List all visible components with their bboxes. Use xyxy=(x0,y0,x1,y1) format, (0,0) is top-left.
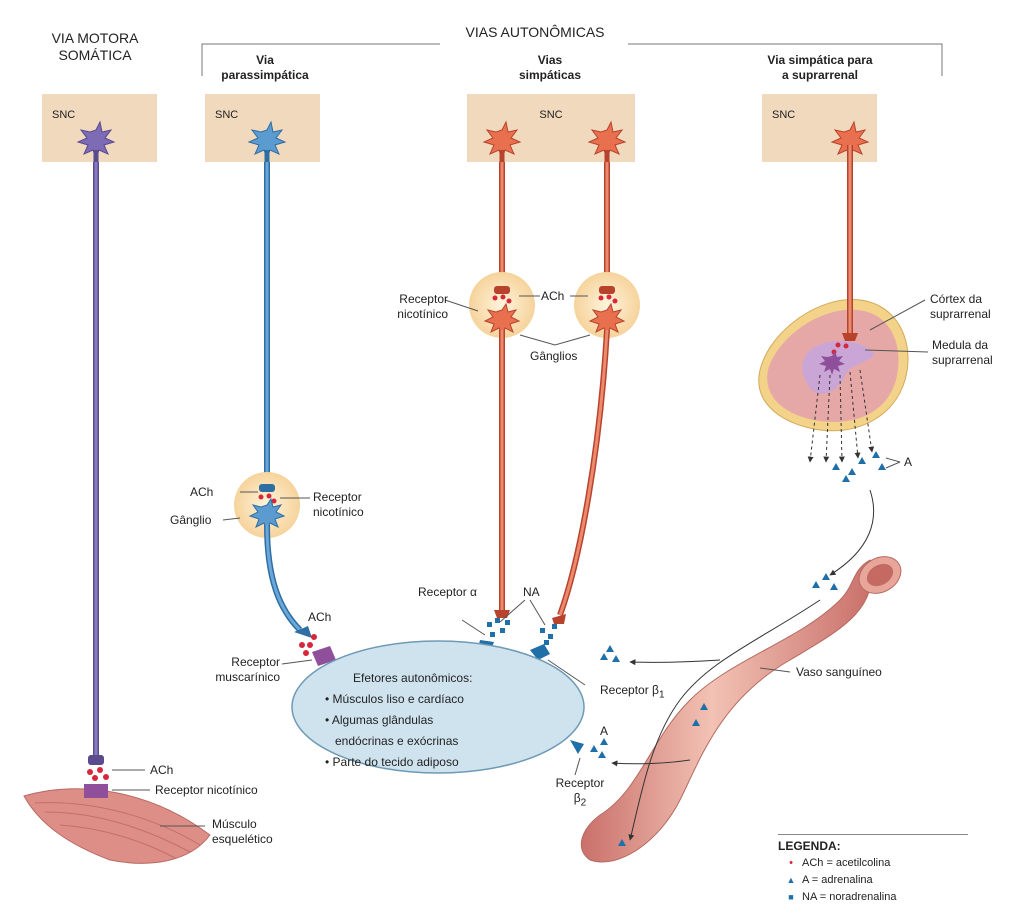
medula-label: Medula da suprarrenal xyxy=(932,338,993,368)
sympathetic-pathways xyxy=(444,120,640,686)
a-label-adrenal: A xyxy=(904,455,913,469)
legend-text-na: NA = noradrenalina xyxy=(802,891,897,903)
skeletal-muscle xyxy=(23,767,211,864)
receptor-beta1-text: Receptor β xyxy=(600,683,659,697)
para-title-line2: parassimpática xyxy=(221,68,309,82)
ach-muscle-label: ACh xyxy=(150,763,174,777)
cortex-line2: suprarrenal xyxy=(930,307,991,321)
somatic-neuron xyxy=(76,120,116,765)
adrenal-title-line1: Via simpática para xyxy=(767,53,873,67)
somatic-title-line1: VIA MOTORA xyxy=(51,30,139,46)
medula-line1: Medula da xyxy=(932,338,989,352)
snc-label-somatic: SNC xyxy=(52,109,76,121)
symp-title-line2: simpáticas xyxy=(518,68,582,82)
para-title-line1: Via xyxy=(256,53,274,67)
adrenal-title-line2: a suprarrenal xyxy=(781,68,859,82)
medula-line2: suprarrenal xyxy=(932,353,993,367)
effector-item-3: endócrinas e exócrinas xyxy=(335,734,459,748)
adrenal-gland xyxy=(758,145,929,482)
rb2-sub: 2 xyxy=(580,797,587,809)
musculo-line1: Músculo xyxy=(212,817,257,831)
musculo-line2: esquelético xyxy=(212,832,273,846)
na-label: NA xyxy=(523,585,540,599)
rn-para-line1: Receptor xyxy=(313,490,362,504)
somatic-title-line2: SOMÁTICA xyxy=(58,47,132,63)
somatic-title: VIA MOTORA SOMÁTICA xyxy=(30,30,160,64)
rb2-line1: Receptor xyxy=(555,776,605,790)
effectors-title: Efetores autonômicos: xyxy=(353,671,473,685)
rn-para-line2: nicotínico xyxy=(313,505,364,519)
a-label-effector: A xyxy=(600,724,609,738)
rm-line2: muscarínico xyxy=(215,670,280,684)
symp-title-line1: Vias xyxy=(537,53,563,67)
effector-item-4: • Parte do tecido adiposo xyxy=(325,755,459,769)
rb2-greek: β xyxy=(573,791,581,805)
blood-vessel xyxy=(570,489,902,863)
snc-label-parasympathetic: SNC xyxy=(215,109,239,121)
rn-symp-line2: nicotínico xyxy=(397,307,448,321)
effector-item-1: • Músculos liso e cardíaco xyxy=(325,692,464,706)
ach-dot-icon: • xyxy=(789,857,793,869)
legend-item-ach: • ACh = acetilcolina xyxy=(778,855,968,872)
receptor-nicotinico-symp-label: Receptor nicotínico xyxy=(378,292,448,322)
legend-item-na: ■ NA = noradrenalina xyxy=(778,889,968,906)
legend-item-a: ▲ A = adrenalina xyxy=(778,872,968,889)
ganglios-label: Gânglios xyxy=(530,349,578,363)
receptor-beta2-label: Receptor β2 xyxy=(545,776,615,810)
receptor-alpha-label: Receptor α xyxy=(418,585,477,599)
receptor-beta1-label: Receptor β1 xyxy=(600,683,665,702)
snc-label-sympathetic: SNC xyxy=(539,109,563,121)
effectors-text: Efetores autonômicos: • Músculos liso e … xyxy=(325,668,545,773)
receptor-nicotinico-muscle-label: Receptor nicotínico xyxy=(155,783,258,797)
rm-line1: Receptor xyxy=(231,655,280,669)
receptor-nicotinico-para-label: Receptor nicotínico xyxy=(313,490,364,520)
snc-box-parasympathetic xyxy=(205,94,320,162)
ach-para-label: ACh xyxy=(190,485,214,499)
autonomic-effectors xyxy=(291,640,585,774)
vaso-label: Vaso sanguíneo xyxy=(796,665,882,679)
legend: LEGENDA: • ACh = acetilcolina ▲ A = adre… xyxy=(778,834,968,906)
parasympathetic-pathway xyxy=(222,120,336,666)
legend-text-ach: ACh = acetilcolina xyxy=(802,857,891,869)
autonomic-title: VIAS AUTONÔMICAS xyxy=(440,24,630,41)
adrenal-title: Via simpática para a suprarrenal xyxy=(745,53,895,83)
noradrenaline-square-icon: ■ xyxy=(788,892,794,902)
musculo-label: Músculo esquelético xyxy=(212,817,273,847)
legend-text-a: A = adrenalina xyxy=(802,874,873,886)
legend-title: LEGENDA: xyxy=(778,834,968,855)
snc-label-adrenal: SNC xyxy=(772,109,796,121)
ach-symp-label: ACh xyxy=(541,289,565,303)
parasympathetic-title: Via parassimpática xyxy=(205,53,325,83)
cortex-line1: Córtex da xyxy=(930,292,983,306)
receptor-muscarinico-label: Receptor muscarínico xyxy=(210,655,280,685)
autonomic-bracket xyxy=(201,43,943,76)
effector-item-2: • Algumas glândulas xyxy=(325,713,434,727)
ganglio-label: Gânglio xyxy=(170,513,212,527)
adrenaline-triangle-icon: ▲ xyxy=(786,875,796,885)
sympathetic-title: Vias simpáticas xyxy=(480,53,620,83)
rn-symp-line1: Receptor xyxy=(399,292,448,306)
ach-effector-label: ACh xyxy=(308,610,332,624)
receptor-beta1-sub: 1 xyxy=(658,689,665,701)
cortex-label: Córtex da suprarrenal xyxy=(930,292,991,322)
